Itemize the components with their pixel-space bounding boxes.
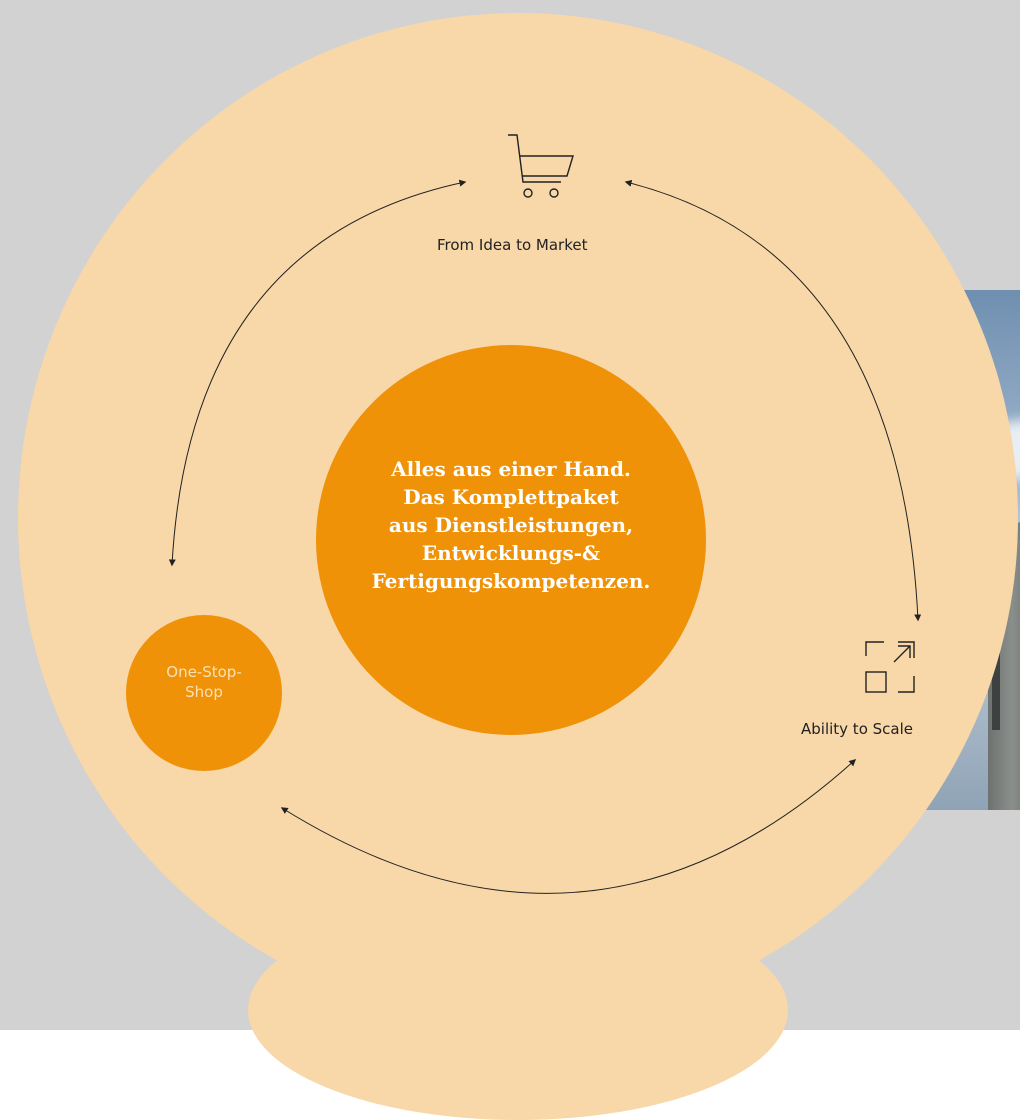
photo-window <box>992 610 1000 730</box>
one-stop-shop-circle: One-Stop- Shop <box>126 615 282 771</box>
one-stop-shop-label: One-Stop- Shop <box>166 663 242 701</box>
expand-arrow-icon <box>864 640 916 696</box>
center-text: Alles aus einer Hand. Das Komplettpaket … <box>371 457 651 593</box>
outer-circle-bottom <box>248 900 788 1120</box>
market-label: From Idea to Market <box>437 236 588 254</box>
shopping-cart-icon <box>505 130 575 202</box>
center-circle: Alles aus einer Hand. Das Komplettpaket … <box>316 345 706 735</box>
scale-label: Ability to Scale <box>801 720 913 738</box>
